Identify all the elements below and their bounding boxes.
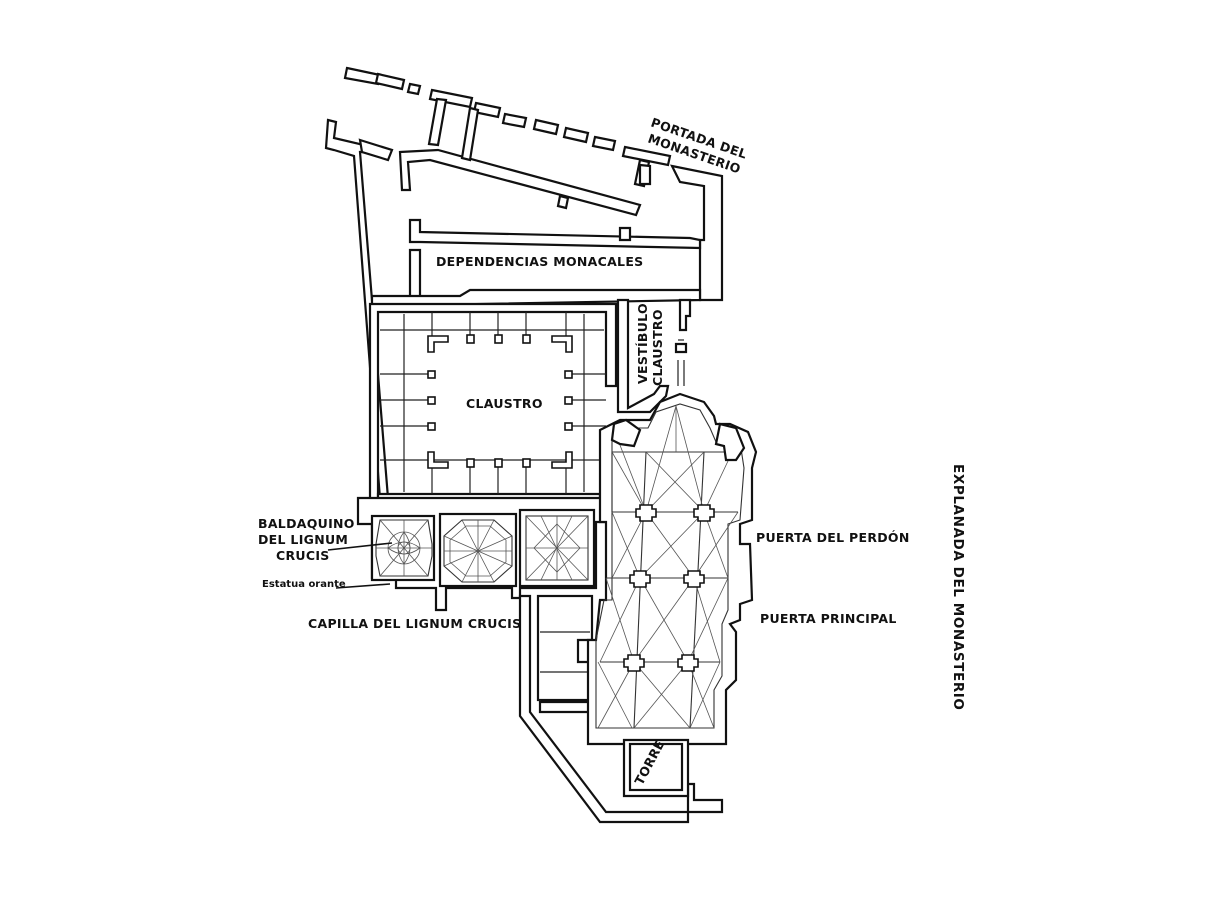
monastic-outer-walls [324, 106, 724, 501]
label-capilla: CAPILLA DEL LIGNUM CRUCIS [308, 616, 521, 631]
lignum-crucis-chapel [356, 496, 612, 612]
label-vestibulo-line2: CLAUSTRO [650, 309, 665, 386]
label-puerta-perdon: PUERTA DEL PERDÓN [756, 530, 910, 545]
tower [622, 738, 690, 798]
label-baldaquino-line1: BALDAQUINO [258, 516, 355, 531]
label-explanada: EXPLANADA DEL MONASTERIO [950, 464, 966, 711]
estatua-leader-line [335, 583, 391, 589]
south-annex [518, 594, 724, 824]
cloister-vestibule [616, 298, 692, 414]
label-vestibulo-line1: VESTÍBULO [635, 303, 650, 384]
label-claustro: CLAUSTRO [466, 396, 543, 411]
label-baldaquino-line2: DEL LIGNUM [258, 532, 348, 547]
label-dependencias: DEPENDENCIAS MONACALES [436, 254, 643, 269]
label-puerta-principal: PUERTA PRINCIPAL [760, 611, 897, 626]
label-baldaquino-line3: CRUCIS [276, 548, 330, 563]
church-nave [586, 392, 758, 746]
label-estatua-orante: Estatua orante [262, 579, 346, 590]
baldaquino-leader-line [327, 542, 393, 551]
